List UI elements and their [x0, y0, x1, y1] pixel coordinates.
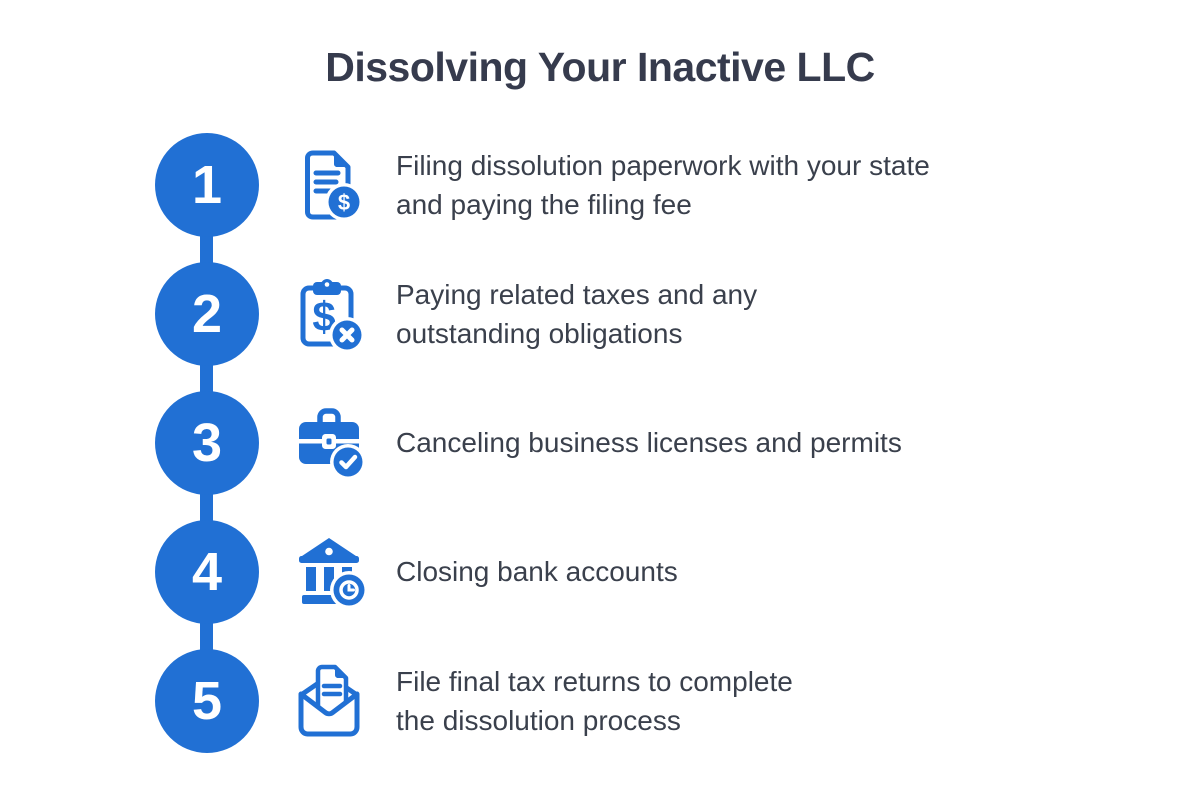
- step-row: 3 Canceling business licenses and permit…: [155, 378, 1155, 507]
- page-title: Dissolving Your Inactive LLC: [325, 44, 875, 90]
- step-number-badge: 4: [155, 519, 259, 624]
- step-label: Filing dissolution paperwork with your s…: [396, 146, 930, 224]
- dollar-glyph: $: [312, 293, 335, 340]
- step-number-badge: 3: [155, 390, 259, 495]
- step-number: 1: [191, 154, 223, 215]
- step-label: Canceling business licenses and permits: [396, 423, 902, 462]
- briefcase-check-icon: [290, 404, 368, 482]
- step-number: 2: [191, 283, 223, 344]
- step-number-badge: 2: [155, 261, 259, 366]
- step-row: 4 Closing bank accounts: [155, 507, 1155, 636]
- steps-list: 1 $ Filing dissolution paperwork with yo…: [155, 120, 1155, 765]
- step-number: 4: [191, 541, 223, 602]
- step-label-line: File final tax returns to complete: [396, 665, 793, 697]
- step-label: Closing bank accounts: [396, 552, 678, 591]
- step-label-line: Canceling business licenses and permits: [396, 427, 902, 458]
- clipboard-dollar-cancel-icon: $: [290, 275, 368, 353]
- step-row: 1 $ Filing dissolution paperwork with yo…: [155, 120, 1155, 249]
- step-label-line: Filing dissolution paperwork with your s…: [396, 149, 930, 181]
- step-number-badge: 5: [155, 648, 259, 753]
- bank-clock-icon: [290, 533, 368, 611]
- step-label-line: and paying the filing fee: [396, 188, 692, 220]
- step-number: 5: [191, 670, 223, 731]
- step-number: 3: [191, 412, 223, 473]
- document-dollar-icon: $: [290, 146, 368, 224]
- envelope-letter-icon: [290, 662, 368, 740]
- dollar-glyph: $: [338, 190, 350, 215]
- step-label-line: outstanding obligations: [396, 317, 683, 349]
- step-label: Paying related taxes and any outstanding…: [396, 275, 757, 353]
- step-label-line: Paying related taxes and any: [396, 278, 758, 310]
- step-label-line: the dissolution process: [396, 704, 681, 736]
- step-row: 2 $ Paying related taxes and any: [155, 249, 1155, 378]
- step-label: File final tax returns to complete the d…: [396, 662, 793, 740]
- step-label-line: Closing bank accounts: [396, 556, 678, 587]
- step-number-badge: 1: [155, 132, 259, 237]
- step-row: 5 File final tax returns to complete: [155, 636, 1155, 765]
